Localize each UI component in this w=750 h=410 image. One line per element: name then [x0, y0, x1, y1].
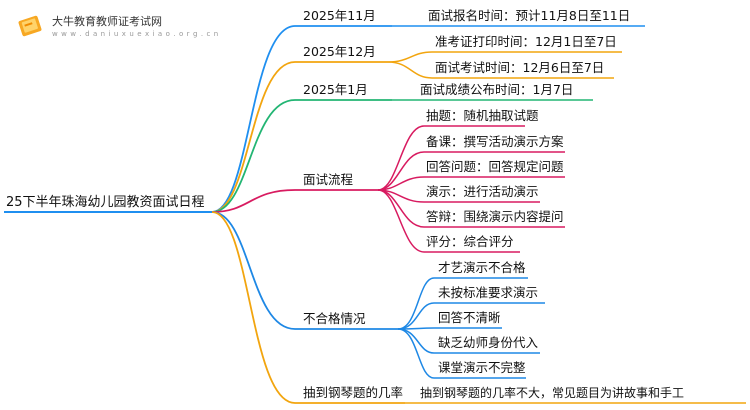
- branch-node-piano: 抽到钢琴题的几率: [303, 385, 404, 400]
- brand-url: w w w . d a n i u x u e x i a o . o r g …: [52, 30, 219, 38]
- leaf-node: 备课：撰写活动演示方案: [426, 134, 564, 149]
- brand-name: 大牛教育教师证考试网: [52, 15, 162, 28]
- leaf-node: 才艺演示不合格: [438, 260, 526, 275]
- leaf-connector: [377, 125, 425, 191]
- book-logo-icon: [18, 15, 42, 37]
- leaf-node: 回答问题：回答规定问题: [426, 159, 564, 174]
- leaf-connector: [377, 189, 425, 253]
- branch-connector-fail: [211, 211, 296, 330]
- branch-connector-piano: [211, 211, 296, 404]
- leaf-node: 演示：进行活动演示: [426, 184, 539, 199]
- leaf-node: 面试成绩公布时间：1月7日: [420, 82, 574, 97]
- leaf-connector: [387, 51, 433, 63]
- leaf-node: 回答不清晰: [438, 310, 501, 325]
- branch-connector-nov: [211, 25, 296, 213]
- leaf-node: 面试考试时间：12月6日至7日: [435, 60, 605, 75]
- leaf-connector: [377, 151, 425, 191]
- leaf-node: 未按标准要求演示: [438, 285, 539, 300]
- branch-node-nov: 2025年11月: [303, 8, 376, 23]
- root-node: 25下半年珠海幼儿园教资面试日程: [6, 195, 205, 210]
- leaf-node: 面试报名时间：预计11月8日至11日: [428, 8, 631, 23]
- branch-connector-dec: [211, 61, 296, 213]
- branch-node-fail: 不合格情况: [303, 311, 366, 326]
- leaf-node: 课堂演示不完整: [438, 360, 526, 375]
- leaf-connector: [387, 61, 433, 79]
- branch-connector-process: [211, 189, 296, 213]
- leaf-node: 抽题：随机抽取试题: [426, 108, 539, 123]
- branch-node-jan: 2025年1月: [303, 82, 368, 97]
- branch-node-process: 面试流程: [303, 172, 354, 187]
- leaf-node: 抽到钢琴题的几率不大，常见题目为讲故事和手工: [420, 386, 685, 400]
- branch-node-dec: 2025年12月: [303, 44, 376, 59]
- leaf-node: 评分：综合评分: [426, 234, 514, 249]
- leaf-connector: [397, 328, 435, 379]
- leaf-node: 缺乏幼师身份代入: [438, 335, 539, 350]
- branch-connector-jan: [211, 99, 296, 213]
- leaf-node: 答辩：围绕演示内容提问: [426, 209, 564, 224]
- leaf-node: 准考证打印时间：12月1日至7日: [435, 34, 617, 49]
